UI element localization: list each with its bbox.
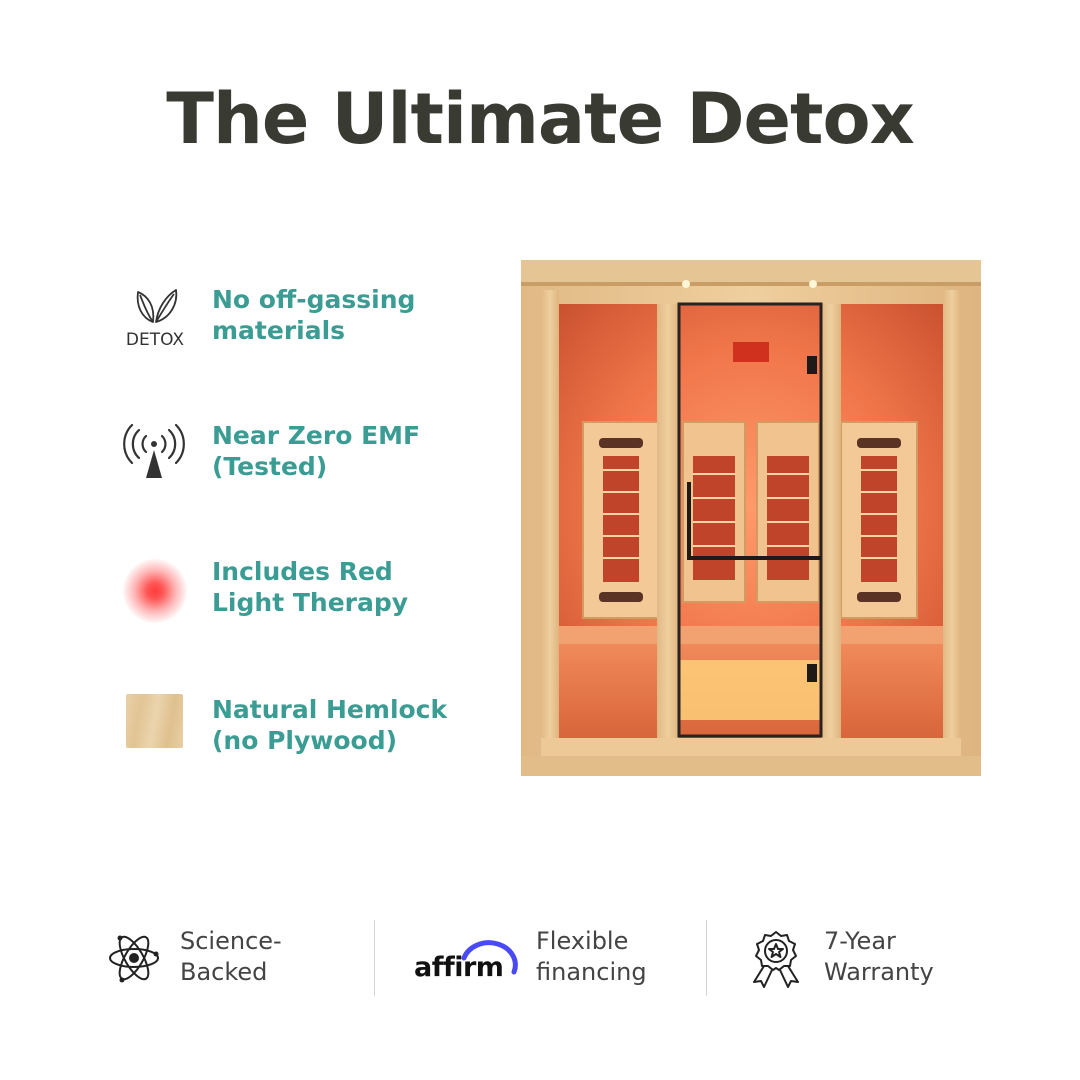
emf-antenna-icon [118,420,190,492]
affirm-financing-item: affirm Flexible financing [414,920,684,1000]
feature-near-zero-emf: Near Zero EMF (Tested) [118,420,478,500]
science-backed-item: Science- Backed [108,920,348,1000]
bottom-feature-bar: Science- Backed affirm Flexible financin… [0,920,1080,1000]
science-backed-text: Science- Backed [180,927,282,986]
flexible-financing-text: Flexible financing [536,927,647,986]
feature-text: Near Zero EMF (Tested) [212,421,421,481]
warranty-item: 7-Year Warranty [748,920,988,1000]
sauna-image [521,260,981,776]
feature-text: Includes Red Light Therapy [212,557,409,617]
hemlock-wood-icon [118,694,190,766]
feature-no-offgassing: DETOX No off-gassing materials [118,284,478,364]
red-light-icon [118,556,190,628]
divider [374,920,375,996]
affirm-logo-text: affirm [414,952,504,983]
divider [706,920,707,996]
affirm-logo: affirm [414,920,524,990]
page-title: The Ultimate Detox [166,78,915,160]
detox-label: DETOX [125,330,185,350]
feature-text: Natural Hemlock (no Plywood) [212,695,448,755]
award-ribbon-icon [748,930,804,992]
feature-text: No off-gassing materials [212,285,416,345]
leaf-icon: DETOX [118,284,190,356]
feature-natural-hemlock: Natural Hemlock (no Plywood) [118,694,478,774]
feature-red-light: Includes Red Light Therapy [118,556,478,636]
warranty-text: 7-Year Warranty [824,927,934,986]
atom-icon [108,930,160,990]
